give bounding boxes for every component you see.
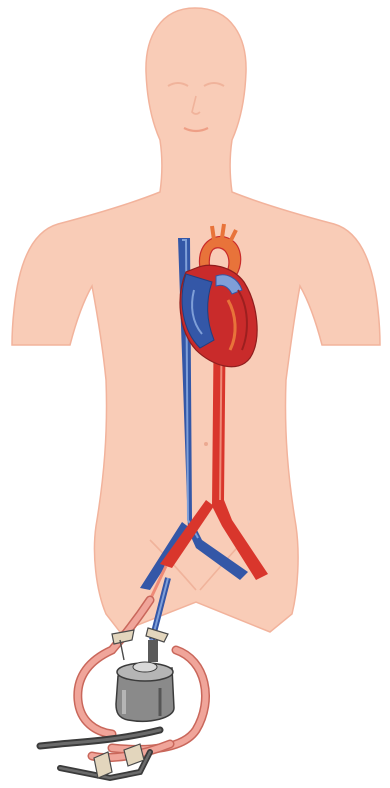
clamp-upper-right: [146, 628, 168, 642]
navel-icon: [204, 442, 208, 446]
centrifugal-pump-icon: [116, 640, 174, 721]
